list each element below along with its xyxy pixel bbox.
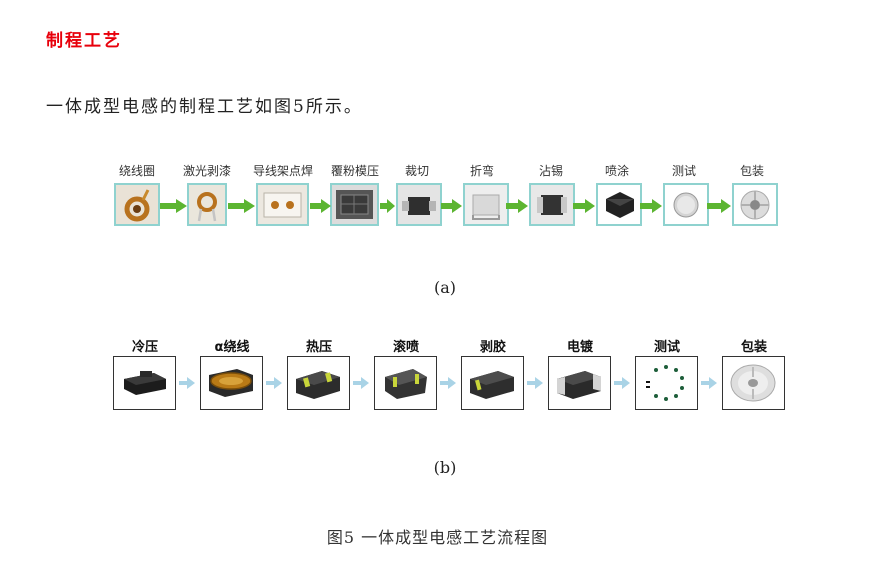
strip-glue-photo-icon bbox=[461, 356, 524, 410]
arrow-right-icon bbox=[573, 199, 595, 213]
coil-photo-icon bbox=[114, 183, 160, 226]
step-b-label: 滚喷 bbox=[392, 340, 419, 355]
cutting-photo-icon bbox=[396, 183, 442, 226]
step-a-label: 覆粉模压 bbox=[330, 164, 379, 178]
step-a-label: 折弯 bbox=[469, 164, 494, 178]
step-b-label: 测试 bbox=[653, 340, 680, 355]
step-b-label: 冷压 bbox=[131, 340, 158, 355]
tin-dip-photo-icon bbox=[529, 183, 575, 226]
arrow-right-icon bbox=[179, 377, 195, 389]
figure-b-caption: (b) bbox=[433, 458, 457, 477]
arrow-right-icon bbox=[701, 377, 717, 389]
step-b-label: α绕线 bbox=[214, 340, 250, 355]
figure-a-caption: (a) bbox=[433, 278, 457, 297]
roll-spray-photo-icon bbox=[374, 356, 437, 410]
arrow-right-icon bbox=[527, 377, 543, 389]
step-b-label: 电镀 bbox=[566, 340, 593, 355]
arrow-right-icon bbox=[266, 377, 282, 389]
arrow-right-icon bbox=[506, 199, 528, 213]
arrow-right-icon bbox=[614, 377, 630, 389]
spray-photo-icon bbox=[596, 183, 642, 226]
arrow-right-icon bbox=[440, 377, 456, 389]
step-a-label: 绕线圈 bbox=[118, 164, 155, 178]
arrow-right-icon bbox=[228, 199, 255, 213]
step-a-label: 裁切 bbox=[404, 164, 429, 178]
cold-press-photo-icon bbox=[113, 356, 176, 410]
arrow-right-icon bbox=[353, 377, 369, 389]
plating-photo-icon bbox=[548, 356, 611, 410]
arrow-right-icon bbox=[640, 199, 662, 213]
test-dots-icon bbox=[635, 356, 698, 410]
test-photo-icon bbox=[663, 183, 709, 226]
arrow-right-icon bbox=[707, 199, 731, 213]
step-b-label: 包装 bbox=[740, 340, 767, 355]
packaging-reel-photo-icon bbox=[732, 183, 778, 226]
intro-paragraph: 一体成型电感的制程工艺如图5所示。 bbox=[46, 97, 363, 117]
arrow-right-icon bbox=[310, 199, 331, 213]
step-a-label: 沾锡 bbox=[538, 164, 563, 178]
arrow-right-icon bbox=[441, 199, 462, 213]
leadframe-weld-photo-icon bbox=[256, 183, 309, 226]
bending-photo-icon bbox=[463, 183, 509, 226]
arrow-right-icon bbox=[380, 199, 395, 213]
step-a-label: 喷涂 bbox=[604, 164, 629, 178]
step-b-label: 热压 bbox=[305, 340, 332, 355]
hot-press-photo-icon bbox=[287, 356, 350, 410]
arrow-right-icon bbox=[160, 199, 187, 213]
step-a-label: 导线架点焊 bbox=[252, 164, 313, 178]
packaging-reel-photo-icon bbox=[722, 356, 785, 410]
step-a-label: 包装 bbox=[739, 164, 764, 178]
alpha-winding-photo-icon bbox=[200, 356, 263, 410]
step-a-label: 测试 bbox=[671, 164, 696, 178]
section-heading: 制程工艺 bbox=[46, 31, 122, 51]
step-a-label: 激光剥漆 bbox=[182, 164, 231, 178]
powder-mold-photo-icon bbox=[330, 183, 379, 226]
figure-caption: 图5 一体成型电感工艺流程图 bbox=[326, 528, 549, 547]
step-b-label: 剥胶 bbox=[479, 340, 506, 355]
laser-strip-photo-icon bbox=[187, 183, 227, 226]
